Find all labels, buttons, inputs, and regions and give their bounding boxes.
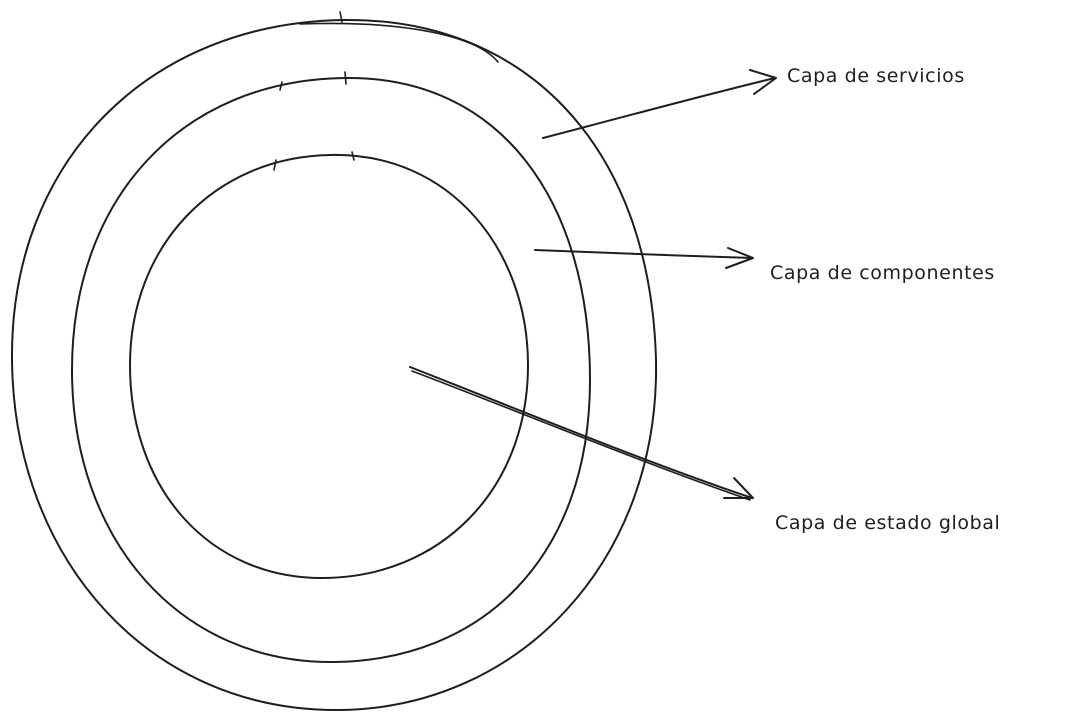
arrow-services — [542, 69, 777, 139]
arrow-components — [534, 247, 754, 269]
label-global-state-layer: Capa de estado global — [775, 512, 1000, 534]
label-components-layer: Capa de componentes — [770, 262, 995, 284]
label-services-layer: Capa de servicios — [787, 65, 965, 87]
inner-circle-global-state-layer — [129, 151, 529, 579]
arrow-global-state — [409, 366, 754, 501]
middle-circle-components-layer — [71, 71, 591, 664]
outer-circle-services-layer — [10, 11, 658, 712]
